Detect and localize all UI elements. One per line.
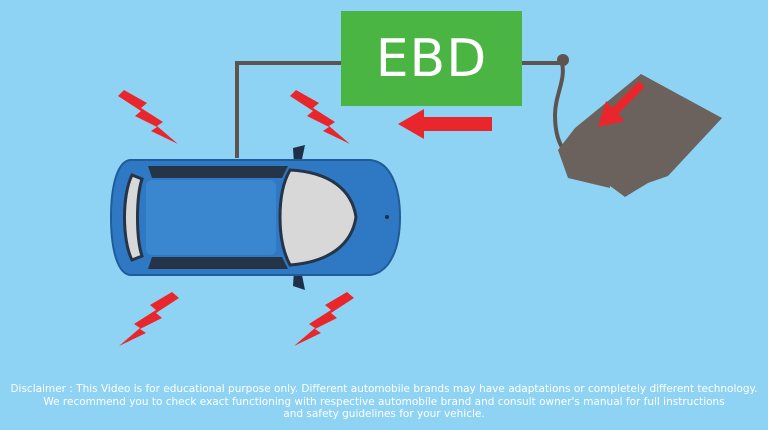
wire-joint [557,54,569,66]
ebd-module-label: EBD [341,11,522,106]
disclaimer-line: We recommend you to check exact function… [43,395,725,408]
lightning-bolt-icon [118,90,178,144]
brake-signal-arrow-icon [598,81,645,127]
car-icon [109,145,402,290]
disclaimer: Disclaimer : This Video is for education… [0,383,768,421]
brake-pedal-icon [558,74,722,197]
disclaimer-line: and safety guidelines for your vehicle. [283,408,485,420]
lightning-bolt-icon [290,90,350,144]
signal-to-module-arrow-icon [398,109,492,139]
lightning-bolt-icon [294,292,354,346]
lightning-bolt-icon [119,292,179,346]
disclaimer-line: Disclaimer : This Video is for education… [10,383,758,395]
